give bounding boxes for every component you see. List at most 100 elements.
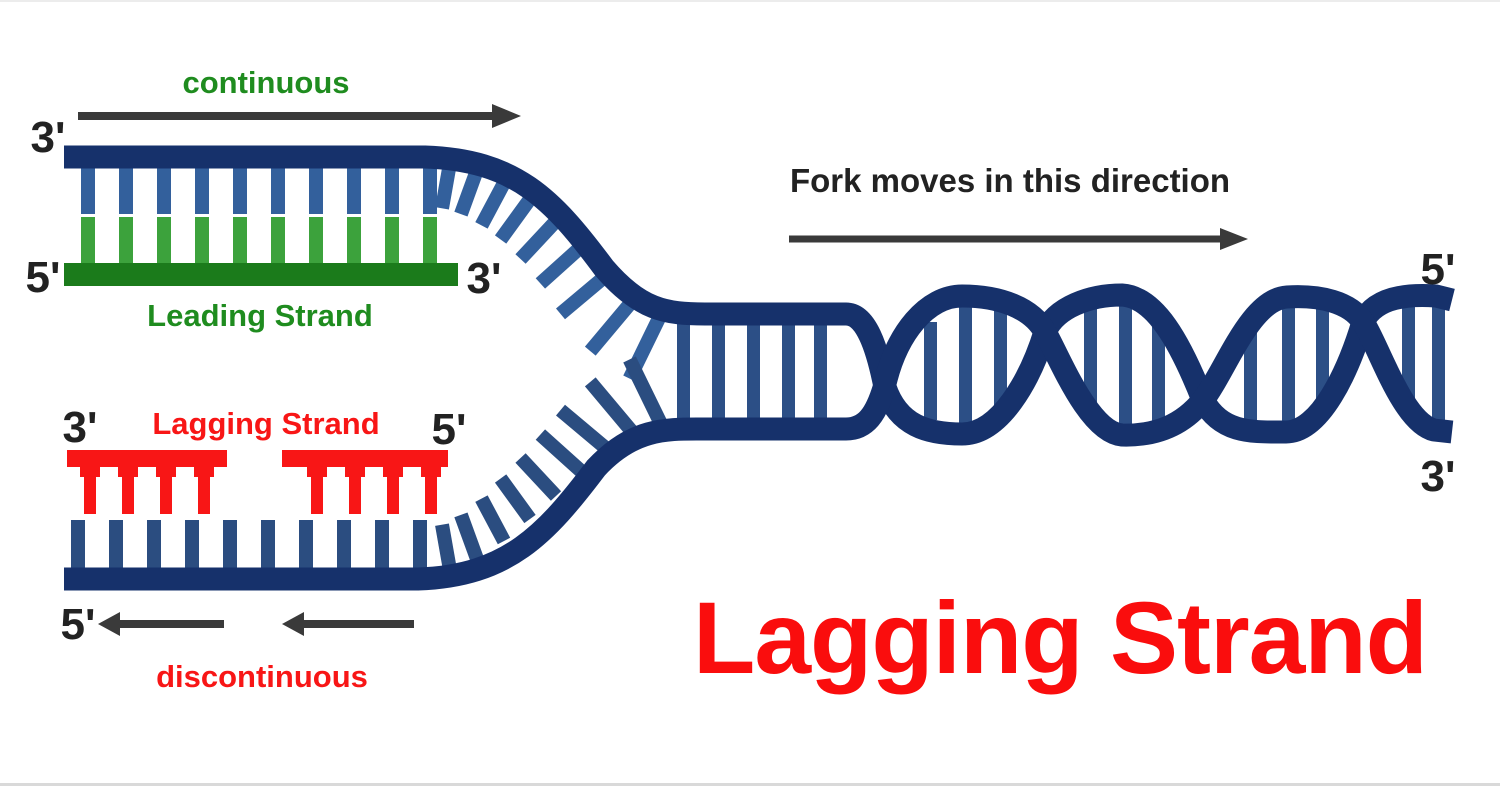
leading-new-strand (64, 217, 458, 286)
fork-direction-arrow (789, 228, 1248, 250)
fork-arrow-head (1220, 228, 1248, 250)
end-label-leading-left: 5' (26, 253, 61, 302)
leading-template-strand (64, 145, 1455, 446)
rung (712, 318, 725, 422)
okazaki-fragment-1 (67, 450, 227, 514)
tooth (347, 166, 361, 214)
tooth (299, 520, 313, 568)
okazaki-fragments (67, 450, 448, 514)
tooth (223, 520, 237, 568)
leading-new-teeth (81, 217, 437, 264)
end-label-okazaki-left: 3' (63, 403, 98, 452)
tooth (337, 520, 351, 568)
discontinuous-label: discontinuous (156, 659, 368, 694)
tooth (385, 166, 399, 214)
tooth (475, 495, 511, 545)
tooth (233, 217, 247, 264)
helix-rungs (924, 298, 1445, 428)
rung (814, 318, 827, 422)
okazaki-direction-arrow-2 (282, 612, 414, 636)
tooth (309, 166, 323, 214)
tooth (494, 474, 536, 524)
duplex-rungs (677, 318, 827, 422)
tooth (556, 404, 613, 456)
tooth (584, 377, 640, 439)
tooth (157, 166, 171, 214)
tooth (81, 166, 95, 214)
okazaki-fragment-2 (282, 450, 448, 514)
tooth (71, 520, 85, 568)
tooth (157, 217, 171, 264)
okazaki-bar (67, 450, 227, 467)
continuous-label: continuous (182, 65, 349, 100)
rung (1432, 298, 1445, 422)
rung (994, 308, 1007, 414)
tooth (454, 167, 484, 217)
tooth (122, 465, 134, 514)
lagging-template-teeth (71, 356, 669, 572)
tooth (271, 166, 285, 214)
tooth (623, 356, 669, 430)
tooth (119, 166, 133, 214)
main-title: Lagging Strand (693, 581, 1427, 695)
end-label-helix-bottom-right: 3' (1421, 452, 1456, 501)
rung (1119, 298, 1132, 428)
lagging-template-strand (64, 284, 1454, 591)
tooth (261, 520, 275, 568)
okazaki-arrow-head (282, 612, 304, 636)
okazaki-direction-arrow-1 (98, 612, 224, 636)
rung (959, 305, 972, 426)
end-label-template-top-left: 3' (31, 113, 66, 162)
leading-new-strand-bar (64, 263, 458, 286)
continuous-arrow-head (492, 104, 521, 128)
rung (924, 322, 937, 420)
tooth (425, 465, 437, 514)
tooth (347, 217, 361, 264)
rung (747, 318, 760, 422)
tooth (233, 166, 247, 214)
leading-template-teeth (81, 161, 669, 382)
tooth (160, 465, 172, 514)
rung (677, 318, 690, 422)
tooth (349, 465, 361, 514)
tooth (556, 268, 613, 320)
tooth (309, 217, 323, 264)
tooth (494, 194, 536, 244)
leading-strand-label: Leading Strand (147, 298, 373, 333)
okazaki-bar (282, 450, 448, 467)
tooth (81, 217, 95, 264)
tooth (535, 240, 587, 289)
tooth (435, 161, 457, 210)
tooth (515, 216, 562, 264)
rung (782, 318, 795, 422)
tooth (423, 217, 437, 264)
tooth (584, 294, 640, 356)
tooth (109, 520, 123, 568)
continuous-arrow (78, 104, 521, 128)
tooth (423, 166, 437, 214)
end-label-helix-top-right: 5' (1421, 245, 1456, 294)
tooth (387, 465, 399, 514)
tooth (535, 429, 587, 478)
tooth (454, 512, 484, 562)
okazaki-arrow-head (98, 612, 120, 636)
tooth (413, 520, 427, 568)
tooth (311, 465, 323, 514)
end-label-template-bottom-left: 5' (61, 600, 96, 649)
tooth (185, 520, 199, 568)
tooth (198, 465, 210, 514)
tooth (119, 217, 133, 264)
tooth (515, 453, 562, 501)
tooth (195, 217, 209, 264)
end-label-leading-right: 3' (467, 254, 502, 303)
tooth (271, 217, 285, 264)
lagging-strand-label: Lagging Strand (152, 406, 379, 441)
fork-direction-label: Fork moves in this direction (790, 162, 1230, 199)
end-label-okazaki-right: 5' (432, 405, 467, 454)
tooth (385, 217, 399, 264)
tooth (147, 520, 161, 568)
rung (1084, 301, 1097, 412)
tooth (195, 166, 209, 214)
